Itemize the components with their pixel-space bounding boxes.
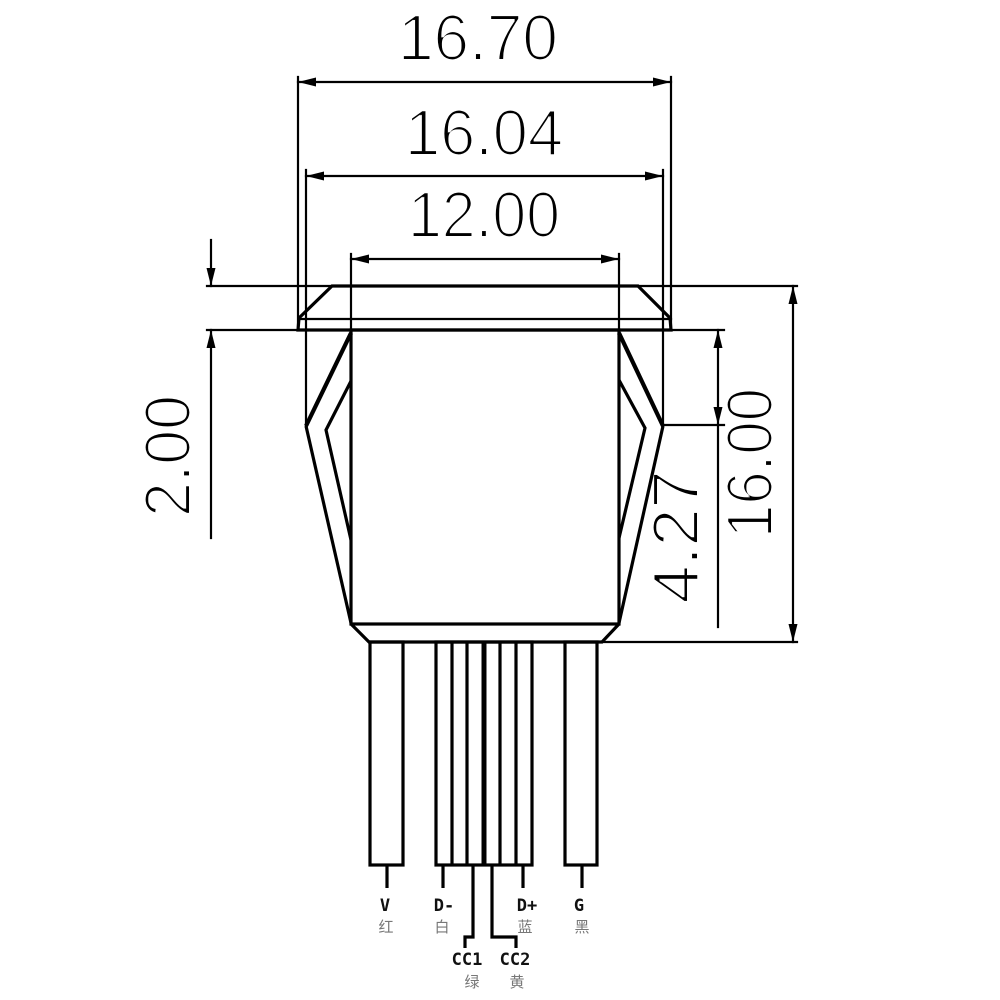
dimension-value: 16.70 bbox=[398, 1, 558, 74]
dimension-value: 4.27 bbox=[639, 471, 712, 604]
pin-label-g: G bbox=[574, 896, 584, 916]
pin-color-v: 红 bbox=[378, 918, 393, 936]
pin-color-d-minus: 白 bbox=[434, 918, 449, 936]
pin-label-cc2: CC2 bbox=[500, 950, 531, 970]
pin-color-d-plus: 蓝 bbox=[517, 918, 532, 936]
dimension-value: 12.00 bbox=[408, 178, 560, 251]
dimension-flange-thickness: 2.00 bbox=[131, 238, 334, 540]
dimension-value: 16.00 bbox=[713, 388, 786, 538]
clip-inner-edge bbox=[324, 380, 353, 541]
leader-cc2 bbox=[490, 865, 518, 948]
snap-clip-right bbox=[617, 332, 665, 624]
dimension-overall-flange-width: 16.70 bbox=[296, 1, 673, 332]
clip-inner-edge bbox=[617, 379, 647, 539]
pin-color-cc1: 绿 bbox=[464, 973, 479, 991]
pin-label-d-minus: D- bbox=[434, 896, 454, 916]
body-outline bbox=[349, 328, 621, 626]
pin-label-cc1: CC1 bbox=[452, 950, 483, 970]
pin-label-d-plus: D+ bbox=[517, 896, 537, 916]
pin-color-g: 黑 bbox=[574, 918, 589, 936]
dimension-value: 16.04 bbox=[405, 96, 563, 169]
dimension-value: 2.00 bbox=[131, 395, 204, 517]
dimension-flange-inner-width: 16.04 bbox=[304, 96, 665, 428]
pin-leaders bbox=[385, 865, 584, 948]
dimension-body-width: 12.00 bbox=[349, 178, 621, 332]
clip-outer-edge bbox=[304, 425, 353, 624]
clip-serrated-edge bbox=[617, 332, 665, 427]
clip-serrated-edge bbox=[304, 332, 353, 427]
snap-clip-left bbox=[304, 332, 353, 624]
pin-color-cc2: 黄 bbox=[509, 973, 524, 991]
dimension-clip-offset: 4.27 bbox=[639, 328, 726, 629]
clip-outer-edge bbox=[617, 425, 665, 624]
leader-cc1 bbox=[463, 865, 475, 948]
dimension-overall-height: 16.00 bbox=[600, 284, 799, 644]
flange bbox=[296, 284, 673, 332]
pin-labels: V 红 D- 白 CC1 绿 CC2 黄 D+ 蓝 G 黑 bbox=[378, 896, 589, 991]
pin-label-v: V bbox=[380, 896, 390, 916]
